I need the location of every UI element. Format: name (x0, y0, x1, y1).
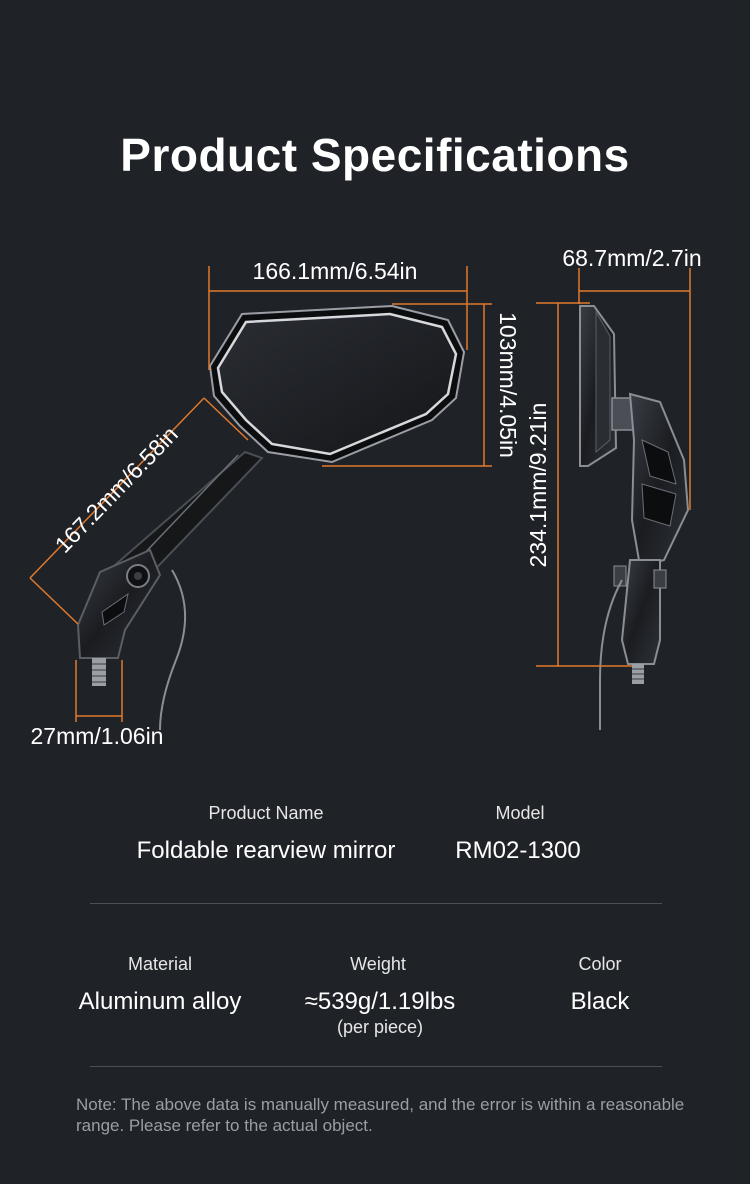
mirror-side-view (579, 305, 690, 730)
weight-label: Weight (350, 954, 406, 974)
mirror-height-label: 103mm/4.05in (495, 312, 521, 458)
material-value: Aluminum alloy (78, 988, 242, 1015)
product-dimension-diagram: 166.1mm/6.54in 103mm/4.05in 167.2mm/6.58… (29, 245, 702, 749)
total-height-label: 234.1mm/9.21in (525, 403, 551, 568)
color-value: Black (570, 988, 630, 1015)
spec-divider-top (90, 903, 662, 904)
base-width-label: 27mm/1.06in (31, 723, 164, 749)
color-label: Color (578, 954, 622, 974)
side-depth-label: 68.7mm/2.7in (562, 245, 701, 271)
mirror-front-view (76, 304, 466, 731)
model-value: RM02-1300 (455, 837, 581, 864)
weight-note: (per piece) (336, 1017, 424, 1037)
product-name-label: Product Name (208, 803, 324, 823)
material-label: Material (127, 954, 193, 974)
product-name-value: Foldable rearview mirror (136, 837, 396, 864)
weight-value: ≈539g/1.19lbs (304, 988, 456, 1015)
spec-divider-bottom (90, 1066, 662, 1067)
page-title: Product Specifications (120, 129, 630, 181)
model-label: Model (495, 803, 545, 823)
measurement-note: Note: The above data is manually measure… (76, 1095, 685, 1135)
dimension-lines (29, 266, 691, 722)
mirror-width-label: 166.1mm/6.54in (253, 258, 418, 284)
